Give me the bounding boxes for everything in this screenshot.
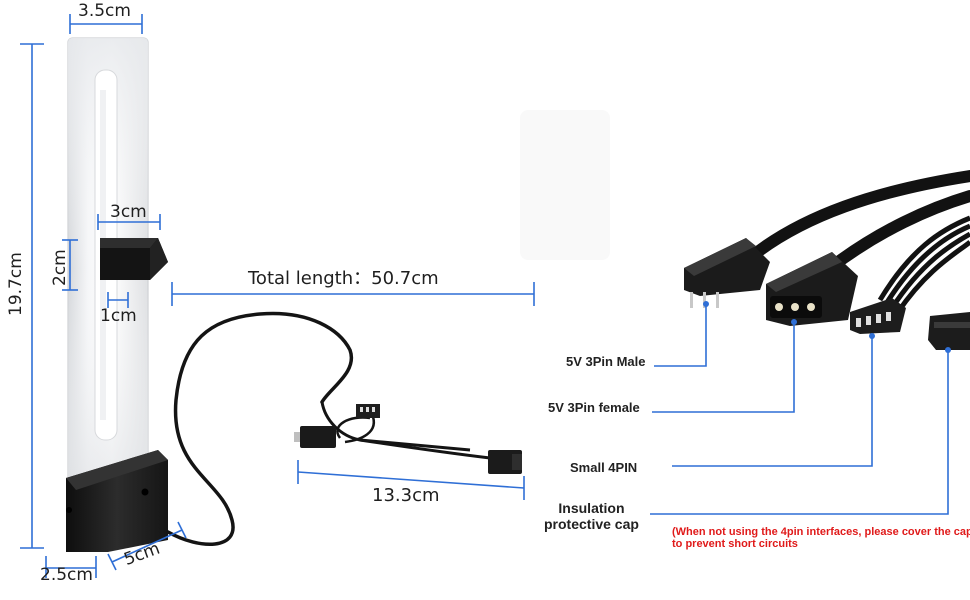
- leader-dot-cap: [945, 347, 951, 353]
- male-3pin-plug: [300, 426, 336, 448]
- warning-note-line2: to prevent short circuits: [672, 538, 798, 550]
- sliding-holder: [100, 238, 168, 280]
- total-length-label: Total length：50.7cm: [248, 268, 439, 289]
- gpu-support-bracket: [66, 37, 168, 552]
- label-3pin-female: 5V 3Pin female: [548, 400, 640, 415]
- small-4pin-connector: [850, 298, 906, 334]
- label-small-4pin: Small 4PIN: [570, 460, 638, 475]
- top-width-label: 3.5cm: [78, 1, 131, 21]
- holder-width-label: 3cm: [110, 202, 147, 222]
- connector-closeup: [520, 110, 970, 350]
- dimension-lines: [20, 14, 535, 578]
- female-3pin-connector: [766, 252, 858, 326]
- splitter-length-label: 13.3cm: [372, 485, 440, 506]
- leader-dot-4pin: [869, 333, 875, 339]
- bracket-base: [66, 450, 168, 552]
- height-label: 19.7cm: [6, 252, 26, 316]
- label-insulation-cap: Insulation protective cap: [544, 500, 639, 532]
- label-3pin-male: 5V 3Pin Male: [566, 354, 646, 369]
- insulation-cap: [928, 312, 970, 350]
- male-3pin-connector: [684, 238, 770, 308]
- holder-height-label: 2cm: [50, 249, 70, 286]
- leader-lines: [650, 306, 949, 515]
- main-cable: [166, 311, 354, 547]
- leader-dot-male: [703, 301, 709, 307]
- leader-dot-female: [791, 319, 797, 325]
- splitter-cable: [294, 401, 522, 474]
- holder-depth-label: 1cm: [100, 306, 137, 326]
- warning-note-line1: (When not using the 4pin interfaces, ple…: [672, 526, 970, 538]
- base-depth-label: 2.5cm: [40, 565, 93, 585]
